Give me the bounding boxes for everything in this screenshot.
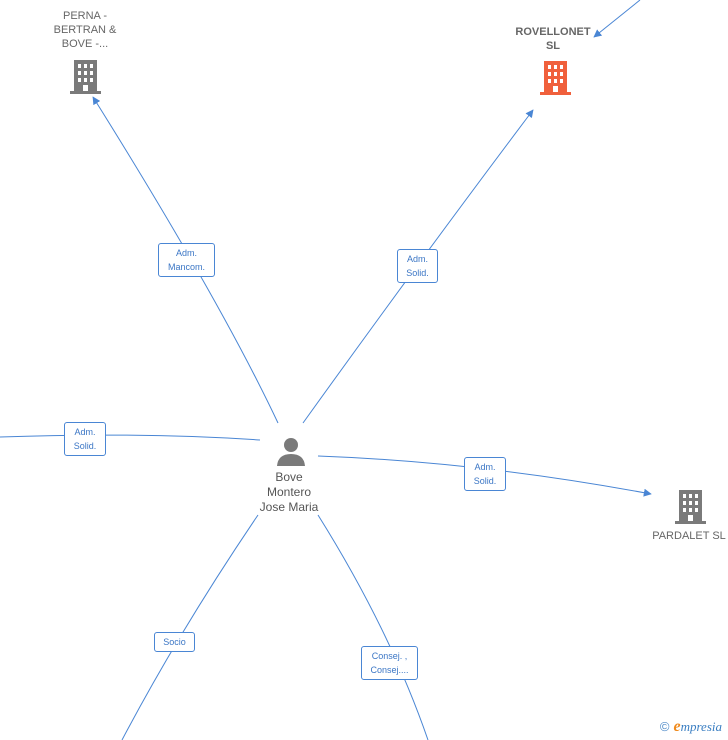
company-label-pardalet[interactable]: PARDALET SL	[652, 530, 726, 542]
building-icon[interactable]	[674, 490, 707, 524]
building-icon[interactable]	[69, 60, 102, 94]
empresia-watermark: ©empresia	[660, 718, 722, 736]
person-icon[interactable]	[276, 436, 306, 466]
edge-line-perna	[92, 96, 279, 424]
edge-line-rovellonet-incoming	[593, 0, 641, 38]
edge-label-socio: Socio	[154, 632, 195, 652]
person-label[interactable]: Bove Montero Jose Maria	[259, 470, 319, 514]
edge-line-socio	[121, 514, 259, 740]
copyright-symbol: ©	[659, 719, 670, 734]
edge-label-consej: Consej. , Consej....	[361, 646, 418, 680]
edge-line-left	[0, 434, 261, 441]
edge-label-perna: Adm. Mancom.	[158, 243, 215, 277]
edge-label-left: Adm. Solid.	[64, 422, 106, 456]
company-label-perna[interactable]: PERNA - BERTRAN & BOVE -...	[53, 10, 117, 50]
edge-label-pardalet: Adm. Solid.	[464, 457, 506, 491]
company-label-rovellonet[interactable]: ROVELLONET SL	[515, 26, 591, 52]
brand-name: mpresia	[680, 719, 722, 734]
brand-initial: e	[673, 718, 681, 735]
edge-label-rovellonet: Adm. Solid.	[397, 249, 438, 283]
building-icon[interactable]	[539, 61, 572, 95]
edge-line-consej	[317, 514, 429, 740]
